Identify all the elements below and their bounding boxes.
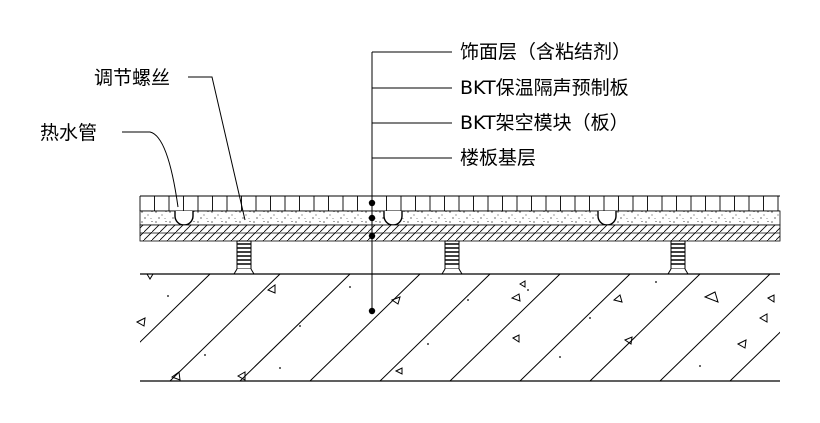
label-insulation-board: BKT保温隔声预制板	[460, 77, 629, 99]
adjusting-screws	[233, 240, 689, 275]
slab-hatch-line	[140, 274, 211, 343]
label-finish-layer: 饰面层（含粘结剂）	[460, 41, 631, 63]
screw	[233, 240, 255, 275]
floor-slab	[135, 273, 820, 382]
insulation-board	[139, 210, 781, 226]
label-raised-module: BKT架空模块（板）	[460, 112, 629, 134]
hot-water-pipes	[174, 211, 617, 226]
finish-layer	[139, 195, 780, 212]
slab-hatch-line	[239, 274, 351, 381]
leader-dot	[368, 232, 376, 240]
slab-hatch-line	[729, 331, 780, 381]
slab-hatch-line	[519, 274, 631, 381]
slab-hatch-line	[449, 274, 561, 381]
layer-leader	[368, 51, 452, 315]
slab-hatch-line	[379, 274, 491, 381]
slab-hatch-line	[309, 274, 421, 381]
leader-dot	[368, 199, 376, 207]
slab-hatch-line	[659, 274, 771, 381]
slab-hatch-line	[169, 274, 281, 381]
label-hot-water-pipe: 热水管	[40, 122, 97, 144]
leader-dot	[368, 307, 376, 315]
screw	[667, 240, 689, 275]
slab-dots	[167, 281, 701, 369]
slab-hatch-line	[800, 274, 820, 381]
slab-hatch-line	[589, 274, 701, 381]
label-floor-base: 楼板基层	[460, 147, 536, 169]
label-adjusting-screw: 调节螺丝	[94, 67, 170, 89]
leader-dot	[368, 214, 376, 222]
left-leaders	[122, 76, 246, 221]
aggregate-triangles	[135, 273, 775, 381]
screw	[441, 240, 463, 275]
